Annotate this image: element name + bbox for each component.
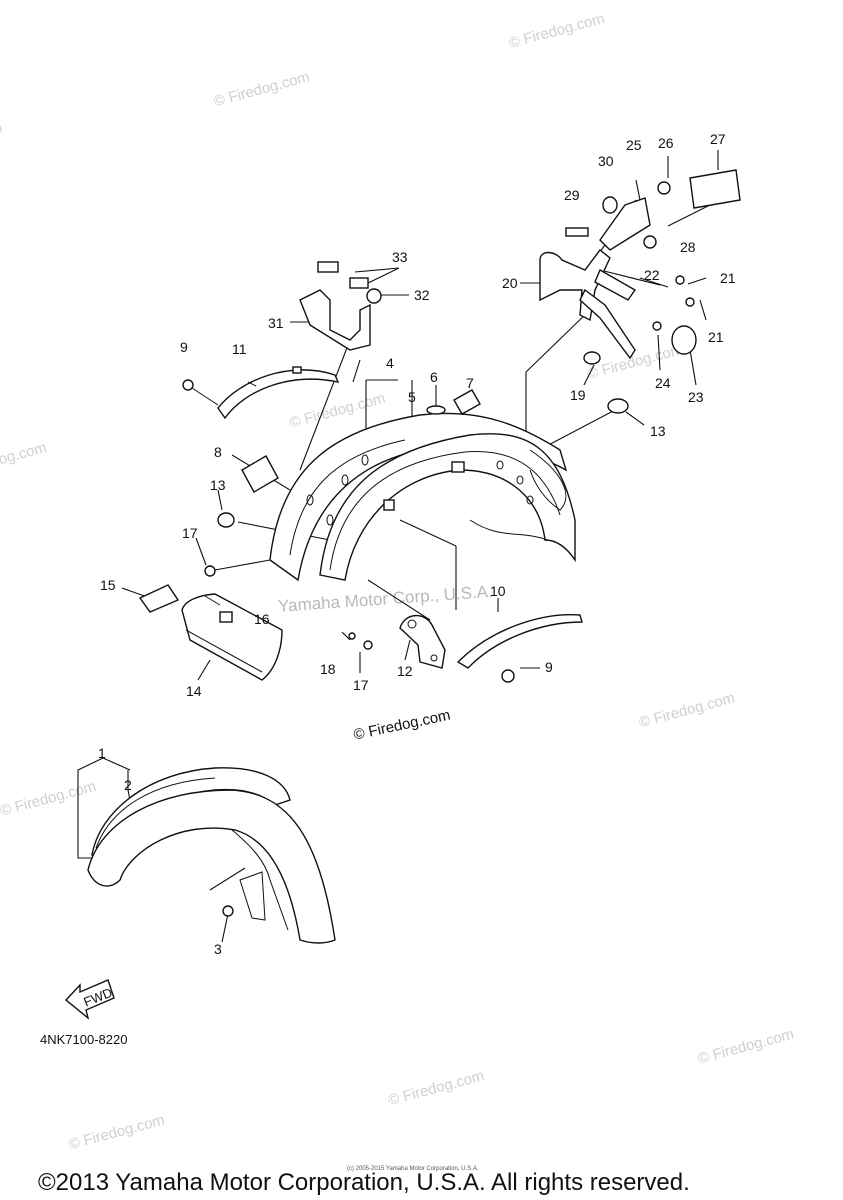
watermark: © Firedog.com — [0, 439, 48, 481]
callout-9a: 9 — [180, 339, 188, 355]
watermark: © Firedog.com — [507, 10, 607, 52]
callout-10: 10 — [490, 583, 506, 599]
fender-rail-left — [217, 366, 340, 420]
callout-21a: 21 — [720, 270, 736, 286]
label-15 — [138, 584, 180, 613]
watermark: © Firedog.com — [386, 1067, 486, 1109]
label-7 — [453, 389, 481, 415]
callout-4: 4 — [386, 355, 394, 371]
callout-11: 11 — [232, 341, 247, 357]
bracket-12 — [399, 614, 446, 669]
callout-15: 15 — [100, 577, 116, 593]
watermark: © Firedog.com — [637, 689, 737, 731]
rear-fender — [269, 412, 576, 582]
callout-23: 23 — [688, 389, 704, 405]
watermark: © Firedog.com — [288, 390, 388, 432]
tiny-copyright: (c) 2005-2015 Yamaha Motor Corporation, … — [347, 1166, 479, 1172]
watermark: © Firedog.com — [212, 68, 312, 110]
fwd-label: FWD — [81, 985, 114, 1010]
grommet-13b — [607, 398, 629, 414]
front-fender — [87, 767, 336, 944]
callout-13a: 13 — [210, 477, 226, 493]
callout-24: 24 — [655, 375, 671, 391]
grommet-13a — [217, 512, 235, 528]
callout-32: 32 — [414, 287, 430, 303]
label-8 — [241, 455, 279, 493]
diagram-brand: © Firedog.com — [352, 707, 452, 744]
fwd-arrow-icon: FWD — [64, 979, 115, 1020]
callout-19: 19 — [570, 387, 586, 403]
bracket-31 — [299, 261, 382, 351]
part-code: 4NK7100-8220 — [40, 1032, 127, 1047]
watermark: © Firedog.com — [0, 778, 98, 820]
callout-6: 6 — [430, 369, 438, 385]
callout-8: 8 — [214, 444, 222, 460]
callout-29: 29 — [564, 187, 580, 203]
bolts — [182, 379, 515, 683]
callout-16: 16 — [254, 611, 270, 627]
callout-31: 31 — [268, 315, 284, 331]
watermark: © Firedog.com — [67, 1111, 167, 1153]
callout-20: 20 — [502, 275, 518, 291]
callout-28: 28 — [680, 239, 696, 255]
callout-25: 25 — [626, 137, 642, 153]
part-6 — [426, 405, 446, 415]
callout-17a: 17 — [182, 525, 198, 541]
callout-21b: 21 — [708, 329, 724, 345]
callout-5: 5 — [408, 389, 416, 405]
callout-27: 27 — [710, 131, 726, 147]
callout-3: 3 — [214, 941, 222, 957]
callout-labels: 1 2 3 4 5 6 7 8 9 9 10 11 12 13 13 14 15… — [98, 131, 736, 957]
callout-2: 2 — [124, 777, 132, 793]
upper-right-assembly — [539, 169, 741, 365]
callout-14: 14 — [186, 683, 202, 699]
fender-rail-right — [456, 613, 583, 669]
tail-light-cover — [181, 593, 283, 681]
callout-18: 18 — [320, 661, 336, 677]
callout-9b: 9 — [545, 659, 553, 675]
watermark: © Firedog.com — [0, 120, 4, 162]
watermark: © Firedog.com — [696, 1026, 796, 1068]
callout-17b: 17 — [353, 677, 369, 693]
callout-1: 1 — [98, 745, 106, 761]
callout-26: 26 — [658, 135, 674, 151]
footer-copyright: ©2013 Yamaha Motor Corporation, U.S.A. A… — [38, 1169, 690, 1196]
callout-33: 33 — [392, 249, 408, 265]
callout-30: 30 — [598, 153, 614, 169]
callout-22: 22 — [644, 267, 660, 283]
callout-7: 7 — [466, 375, 474, 391]
callout-13b: 13 — [650, 423, 666, 439]
callout-12: 12 — [397, 663, 413, 679]
watermark-center: Yamaha Motor Corp., U.S.A. — [277, 582, 493, 616]
